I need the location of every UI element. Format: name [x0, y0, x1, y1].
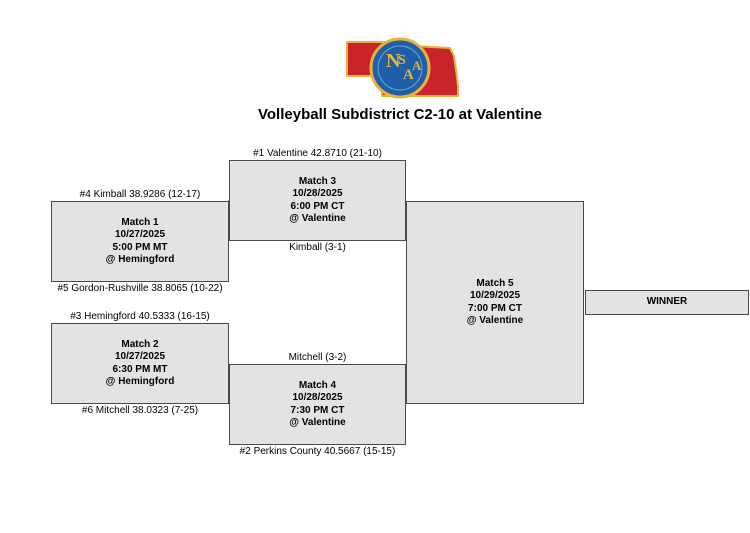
- match-4-box: Match 4 10/28/2025 7:30 PM CT @ Valentin…: [229, 364, 406, 445]
- team-match2-winner: Mitchell (3-2): [288, 352, 347, 363]
- match-date: 10/28/2025: [292, 188, 343, 199]
- match-date: 10/28/2025: [292, 392, 343, 403]
- page-title: Volleyball Subdistrict C2-10 at Valentin…: [258, 106, 542, 123]
- svg-text:N: N: [386, 50, 401, 72]
- match-date: 10/29/2025: [469, 290, 521, 301]
- match-venue: @ Hemingford: [105, 254, 175, 265]
- match-name: Match 5: [476, 277, 514, 289]
- match-venue: @ Hemingford: [105, 376, 175, 387]
- match-1-box: Match 1 10/27/2025 5:00 PM MT @ Hemingfo…: [51, 201, 229, 282]
- globe-icon: [369, 37, 431, 99]
- winner-box: WINNER: [585, 290, 749, 315]
- match-name: Match 3: [298, 175, 337, 187]
- team-seed1: #1 Valentine 42.8710 (21-10): [253, 148, 382, 159]
- team-seed3: #3 Hemingford 40.5333 (16-15): [70, 311, 210, 322]
- match-5-box: Match 5 10/29/2025 7:00 PM CT @ Valentin…: [406, 201, 584, 404]
- team-seed2: #2 Perkins County 40.5667 (15-15): [239, 446, 396, 457]
- team-match1-winner: Kimball (3-1): [289, 242, 346, 253]
- match-venue: @ Valentine: [289, 213, 346, 224]
- match-2-box: Match 2 10/27/2025 6:30 PM MT @ Hemingfo…: [51, 323, 229, 404]
- match-3-box: Match 3 10/28/2025 6:00 PM CT @ Valentin…: [229, 160, 406, 241]
- nsaa-logo: N S A A: [346, 37, 459, 99]
- team-seed4: #4 Kimball 38.9286 (12-17): [79, 189, 201, 200]
- match-time: 7:30 PM CT: [290, 404, 345, 416]
- match-date: 10/27/2025: [114, 229, 166, 240]
- match-time: 6:30 PM MT: [112, 363, 168, 375]
- match-venue: @ Valentine: [289, 417, 346, 428]
- team-seed6: #6 Mitchell 38.0323 (7-25): [81, 405, 199, 416]
- svg-text:A: A: [403, 67, 414, 83]
- match-venue: @ Valentine: [466, 315, 524, 326]
- match-time: 7:00 PM CT: [468, 302, 522, 314]
- match-name: Match 4: [298, 379, 337, 391]
- svg-text:S: S: [398, 53, 406, 68]
- winner-label: WINNER: [646, 296, 688, 308]
- match-name: Match 1: [121, 216, 159, 228]
- match-name: Match 2: [121, 338, 159, 350]
- match-time: 5:00 PM MT: [112, 241, 168, 253]
- match-date: 10/27/2025: [114, 351, 166, 362]
- team-seed5: #5 Gordon-Rushville 38.8065 (10-22): [57, 283, 223, 294]
- match-time: 6:00 PM CT: [290, 200, 345, 212]
- svg-text:A: A: [412, 58, 422, 73]
